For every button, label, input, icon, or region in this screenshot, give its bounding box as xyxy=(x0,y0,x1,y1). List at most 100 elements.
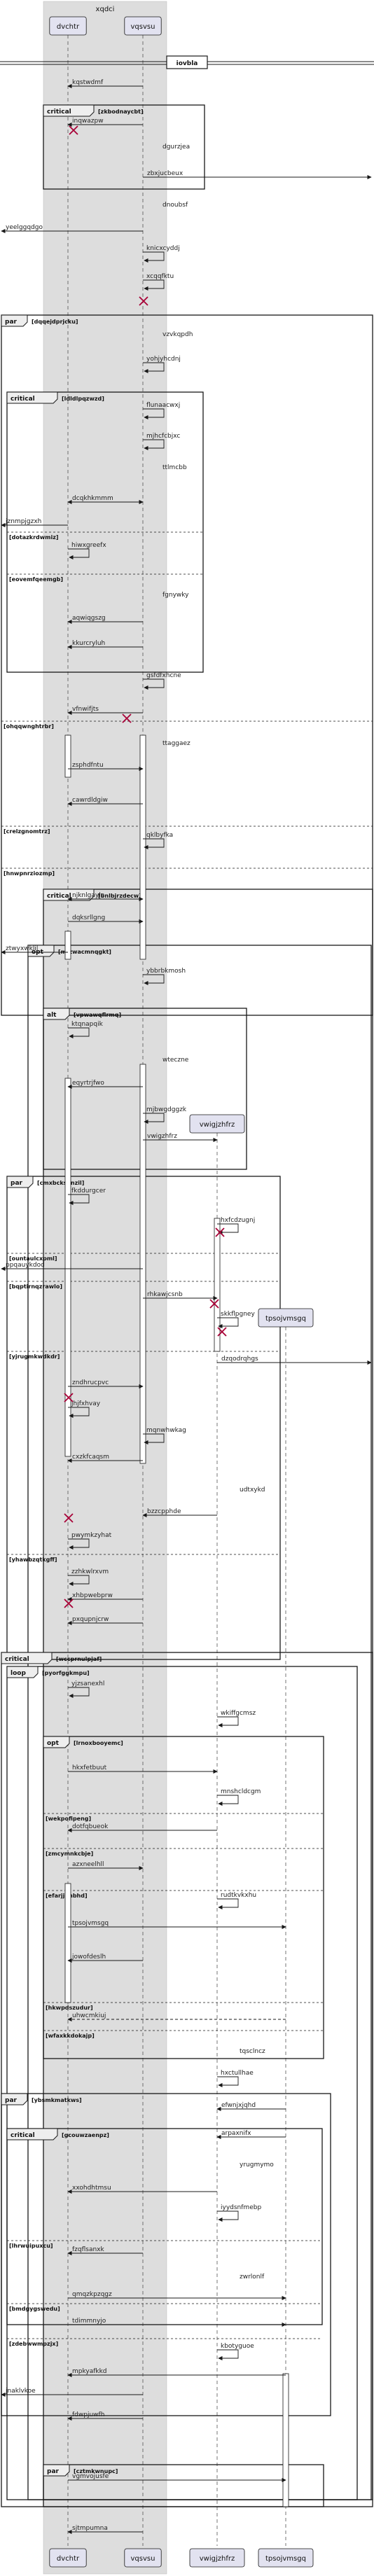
participant-box-title: xqdci xyxy=(96,6,115,13)
message-arrow-66 xyxy=(217,2211,239,2222)
destroy-cross-2 xyxy=(122,713,132,723)
fragment-type-6: par xyxy=(11,1180,23,1187)
message-arrow-50 xyxy=(68,1687,90,1699)
fragment-guard-2: [ldldlpqzwzd] xyxy=(62,396,104,402)
message-label-29: ktqnapqik xyxy=(71,1021,104,1028)
fragment-separator-guard-5: [ountaulcxpml] xyxy=(9,1255,57,1262)
fragment-guard-12: [cztmkwnupc] xyxy=(74,2468,118,2474)
participant-vqsvsu-bottom xyxy=(124,2548,162,2568)
message-label-34: fkddurgcer xyxy=(71,1188,106,1195)
fragment-guard-1: [dqqejdprjcku] xyxy=(32,319,78,325)
message-label-66: iyydsnfmebp xyxy=(221,2204,261,2211)
fragment-separator-guard-0: [dotazkrdwmiz] xyxy=(9,534,59,541)
participant-dvchtr-bottom xyxy=(49,2548,87,2568)
message-label-40: zndhrucpvc xyxy=(72,1379,109,1386)
activation-bar-7 xyxy=(282,2373,289,2507)
message-label-47: zzhkwlrxvm xyxy=(71,1568,109,1575)
message-label-28: ybbrbkmosh xyxy=(146,968,186,975)
fragment-type-3: critical xyxy=(47,893,71,900)
message-arrow-56 xyxy=(217,1898,239,1910)
fragment-type-2: critical xyxy=(11,396,35,403)
message-label-59: uhwcmkiuj xyxy=(72,2012,106,2019)
message-label-10: flunaacwxj xyxy=(146,402,180,409)
message-label-42: mqnwhwkag xyxy=(146,1427,186,1434)
activation-bar-6 xyxy=(64,1883,71,2003)
message-arrow-32 xyxy=(143,1113,165,1125)
message-label-27: ztwyxwklil xyxy=(6,945,38,952)
participant-label-vqsvsu-bottom: vqsvsu xyxy=(131,2555,155,2563)
message-label-1: inqwazpw xyxy=(72,118,104,125)
fragment-tab-9 xyxy=(43,1736,70,1748)
message-label-7: xcqqfktu xyxy=(146,273,174,280)
destroy-cross-1 xyxy=(139,296,148,306)
message-label-67: fzqflsanxk xyxy=(72,2246,105,2253)
fragment-tab-7 xyxy=(1,1652,53,1664)
fragment-tab-0 xyxy=(43,104,95,117)
message-label-37: rhkawjcsnb xyxy=(147,1291,183,1298)
fragment-frame-10 xyxy=(1,2093,331,2416)
message-label-76: sjtmpumna xyxy=(72,2525,108,2532)
message-label-19: gsfdfxhcne xyxy=(146,672,181,679)
message-label-24: qklbyfka xyxy=(146,832,173,839)
fragment-guard-6: [cmxbcksenzil] xyxy=(37,1180,84,1186)
destroy-cross-3 xyxy=(215,1227,225,1237)
message-label-63: arpaxnifx xyxy=(221,2130,251,2137)
fragment-frame-12 xyxy=(43,2464,324,2507)
message-arrow-10 xyxy=(143,408,165,420)
participant-vwigjzhfrz-top xyxy=(189,1114,245,1134)
participant-label-tpsojvmsgq-bottom: tpsojvmsgq xyxy=(265,2555,306,2563)
divider-label: iovbla xyxy=(176,60,198,67)
message-arrow-41 xyxy=(68,1407,90,1419)
fragment-separator-guard-13: [wfaxkkdokajp] xyxy=(46,2033,95,2039)
message-label-64: yrugmymo xyxy=(240,2161,274,2168)
message-label-2: dgurzjea xyxy=(162,144,190,151)
message-label-46: pwymkzyhat xyxy=(71,1532,112,1539)
message-label-58: jowofdeslh xyxy=(71,1954,106,1961)
message-label-48: xhbpwebprw xyxy=(72,1592,113,1599)
activation-bar-3 xyxy=(64,1078,71,1457)
divider-box xyxy=(166,55,208,69)
message-label-54: dotfqbueok xyxy=(72,1823,109,1830)
fragment-frame-1 xyxy=(1,314,373,1016)
participant-label-dvchtr-top: dvchtr xyxy=(57,23,80,31)
fragment-separator-guard-14: [lhrwuipuxcu] xyxy=(9,2243,53,2249)
message-label-26: dqksrllgng xyxy=(72,914,105,921)
destroy-cross-6 xyxy=(64,1393,74,1402)
message-arrow-7 xyxy=(143,279,165,291)
message-label-43: cxzkfcaqsm xyxy=(72,1454,109,1461)
message-arrow-38 xyxy=(217,1317,239,1329)
message-label-36: ppqauykdod xyxy=(6,1262,45,1269)
message-label-38: skkflpgney xyxy=(221,1311,255,1318)
message-arrow-19 xyxy=(143,678,165,690)
participant-tpsojvmsgq-top xyxy=(258,1308,314,1328)
message-label-75: vgmvojusfe xyxy=(72,2473,109,2480)
fragment-separator-guard-2: [ohqqwnghtrbr] xyxy=(4,723,54,730)
message-label-72: mpkyafkkd xyxy=(72,2368,107,2375)
fragment-guard-10: [ybsmkmatkws] xyxy=(32,2097,82,2103)
message-label-41: jhjfxhvay xyxy=(71,1400,101,1407)
activation-bar-4 xyxy=(139,1064,146,1464)
fragment-guard-9: [lrnoxbooyemc] xyxy=(74,1740,123,1746)
fragment-tab-12 xyxy=(43,2464,70,2477)
message-arrow-46 xyxy=(68,1538,90,1550)
fragment-type-8: loop xyxy=(11,1670,26,1677)
fragment-frame-8 xyxy=(6,1666,358,2500)
fragment-separator-guard-16: [zdebwwmpzjx] xyxy=(9,2341,58,2347)
destroy-cross-8 xyxy=(64,1599,74,1608)
message-label-20: vfnwifjts xyxy=(72,706,99,713)
participant-tpsojvmsgq-bottom xyxy=(258,2548,314,2568)
message-label-57: tpsojvmsgq xyxy=(72,1920,109,1927)
message-label-9: yohjyhcdnj xyxy=(146,356,181,363)
activation-bar-5 xyxy=(214,1218,221,1352)
message-arrow-28 xyxy=(143,974,165,986)
message-label-30: wteczne xyxy=(162,1057,189,1064)
fragment-separator-guard-8: [yhawbzqtkgff] xyxy=(9,1557,57,1563)
message-label-35: hxfcdzugnj xyxy=(221,1217,255,1224)
message-arrow-51 xyxy=(217,1716,239,1728)
message-label-11: mjhcfcbjxc xyxy=(146,433,180,440)
fragment-type-10: par xyxy=(5,2097,18,2104)
fragment-tab-4 xyxy=(27,945,55,957)
message-arrow-15 xyxy=(68,548,90,560)
message-label-71: kbotyguoe xyxy=(221,2343,254,2350)
fragment-tab-6 xyxy=(6,1176,34,1188)
